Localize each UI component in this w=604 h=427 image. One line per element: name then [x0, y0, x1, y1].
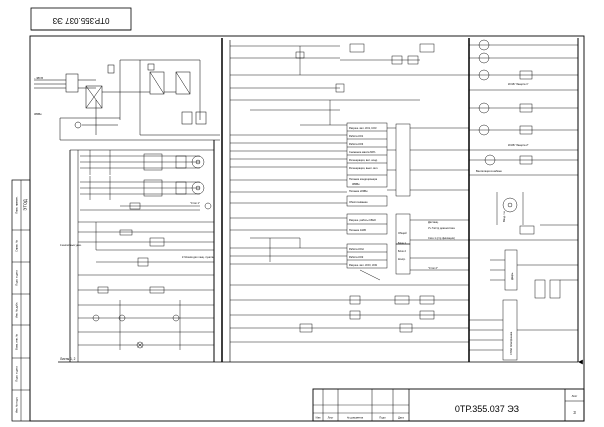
lbl-work-k1: Работа КО1: [349, 134, 364, 138]
strip-cell-1: Перв. примен.: [15, 196, 19, 214]
col-izm: Изм: [316, 416, 321, 420]
lbl-block2: Блок 2: [398, 249, 407, 253]
lbl-work-kon: Работа КОН: [349, 247, 364, 251]
lbl-permit-koo: Разреш. вкл. КОО, КОК: [349, 263, 378, 267]
middle-wiring: [230, 43, 469, 343]
lbl-door: Дверь: [510, 272, 514, 280]
strip-cell-6: Взам. инв. №: [15, 334, 19, 350]
lbl-gran: Сигн 1 (стр фиксация): [428, 236, 455, 240]
sheet-label: Лист: [572, 394, 578, 398]
lbl-regen-off: Регенерация, выкл. вкл.: [349, 166, 378, 170]
lbl-diag: Уч.Гл/стр диагностика: [428, 226, 455, 230]
document-number: 0ТР.355.037 ЭЗ: [455, 404, 519, 414]
lbl-food-220: Питание 220Вн: [349, 189, 368, 193]
col-list: Лист: [328, 416, 334, 420]
strip-cell-8: Инв. № подл.: [15, 397, 19, 413]
sheet-frame: [29, 35, 585, 422]
stamp-box: 0ТР.355.037 ЭЗ: [30, 7, 132, 31]
power-supply-section: ~ 380 В 380Вн: [34, 59, 220, 141]
sheet-number: 3: [573, 410, 576, 415]
lbl-control: Контр.: [398, 257, 406, 261]
lbl-permit-co: Разреш. работы СВкО: [349, 218, 376, 222]
stop1-label: "Стоп 1": [190, 201, 200, 205]
side-strip: Перв. примен. ЭТОД Справ. № Подп. и дата…: [11, 179, 31, 422]
col-date: Дата: [398, 416, 404, 420]
strip-cell-5: Инв. № дубл.: [15, 302, 19, 318]
lbl-discharge: Обесточивание: [349, 200, 368, 204]
lbl-food-110: Питание 110В: [349, 228, 366, 232]
strip-cell-7: Подп. и дата: [15, 366, 19, 382]
stamp-number: 0ТР.355.037 ЭЗ: [52, 16, 109, 25]
strip-cell-3: Справ. №: [15, 240, 19, 252]
lbl-regen-m: Регенерация, вкл. конд.: [349, 158, 378, 162]
lbl-common: Общий: [398, 231, 407, 235]
lbl-food-cond: Питание кондиционера: [349, 177, 378, 181]
lamp-desc-label: К блоков дис-танц. пункта: [182, 255, 214, 259]
lbl-stop2: "Стоп 2": [428, 266, 438, 270]
lbl-remote: Дистанц.: [428, 220, 439, 224]
bus-lines: [58, 38, 583, 365]
strip-cell-2: ЭТОД: [23, 199, 28, 211]
right-side-section: [469, 39, 578, 361]
signal-label-column: [346, 122, 411, 275]
lbl-control-box: СПАК Электроника: [509, 331, 513, 355]
lbl-vent: Вентиляция в кабине: [476, 169, 502, 173]
col-doc: № документа: [347, 417, 364, 420]
arrow-label: Листы 1, 2: [60, 357, 76, 361]
motor-rows: [78, 150, 214, 350]
lbl-ignition: Ввод. т.н.: [502, 211, 506, 222]
lbl-protect1: КО1Б "Защита 1": [508, 82, 529, 86]
lbl-rel-k1: Разреш. вкл. КО1, КО3: [349, 126, 377, 130]
lbl-cond-sub: 380Вн: [352, 182, 360, 186]
lbl-work-kok: Работа КОК: [349, 255, 364, 259]
svg-text:380Вн: 380Вн: [34, 112, 42, 116]
strip-cell-4: Подп. и дата: [15, 270, 19, 286]
lbl-protect2: КО2Б "Защита 2": [508, 143, 529, 147]
svg-text:~ 380 В: ~ 380 В: [34, 76, 43, 80]
lamp-input-label: 4 кнопочных указ.: [60, 243, 82, 247]
col-podp: Подп: [379, 416, 386, 420]
lbl-work-k3: Работа КО3: [349, 142, 364, 146]
lbl-block1: Блок 1: [398, 241, 407, 245]
lbl-oil-low: Снижение масла 60%: [349, 150, 376, 154]
title-block: Изм Лист № документа Подп Дата 0ТР.355.0…: [312, 388, 585, 422]
